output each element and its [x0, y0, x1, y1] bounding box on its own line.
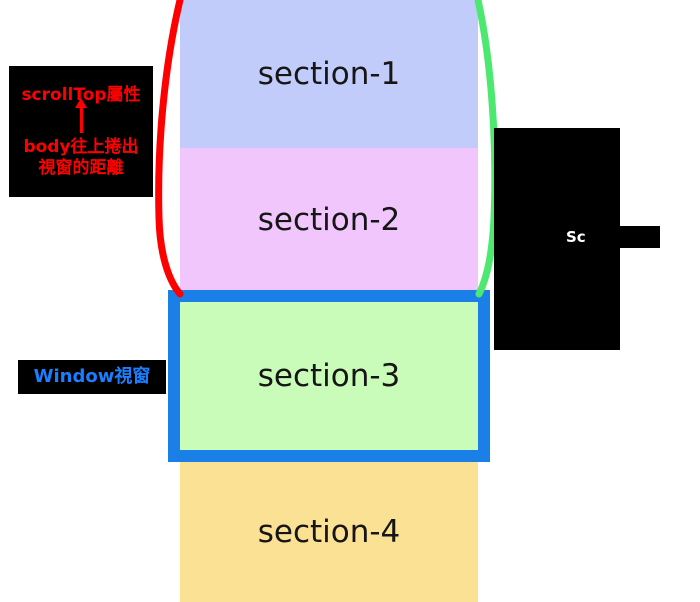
callout-right-label: Sc	[566, 228, 586, 246]
window-viewport-frame: section-3	[168, 290, 490, 462]
callout-window-label: Window視窗	[33, 366, 151, 387]
section-2-label: section-2	[257, 201, 401, 238]
section-3-label: section-3	[257, 357, 401, 394]
callout-scrolltop-line-1: scrollTop屬性	[21, 84, 141, 105]
section-4-label: section-4	[257, 513, 401, 550]
callout-scrolltop-line-2: body往上捲出	[23, 137, 139, 158]
section-1-label: section-1	[257, 55, 401, 92]
callout-window-viewport: Window視窗	[18, 360, 166, 394]
section-block-2: section-2	[180, 148, 478, 292]
right-label-occluder	[588, 226, 660, 248]
section-block-1: section-1	[180, 0, 478, 148]
callout-scrolltop: scrollTop屬性 body往上捲出 視窗的距離	[9, 66, 153, 197]
callout-scrolltop-line-3: 視窗的距離	[38, 157, 124, 178]
section-block-3: section-3	[180, 302, 478, 450]
section-block-4: section-4	[180, 462, 478, 602]
up-arrow-icon	[74, 98, 87, 134]
